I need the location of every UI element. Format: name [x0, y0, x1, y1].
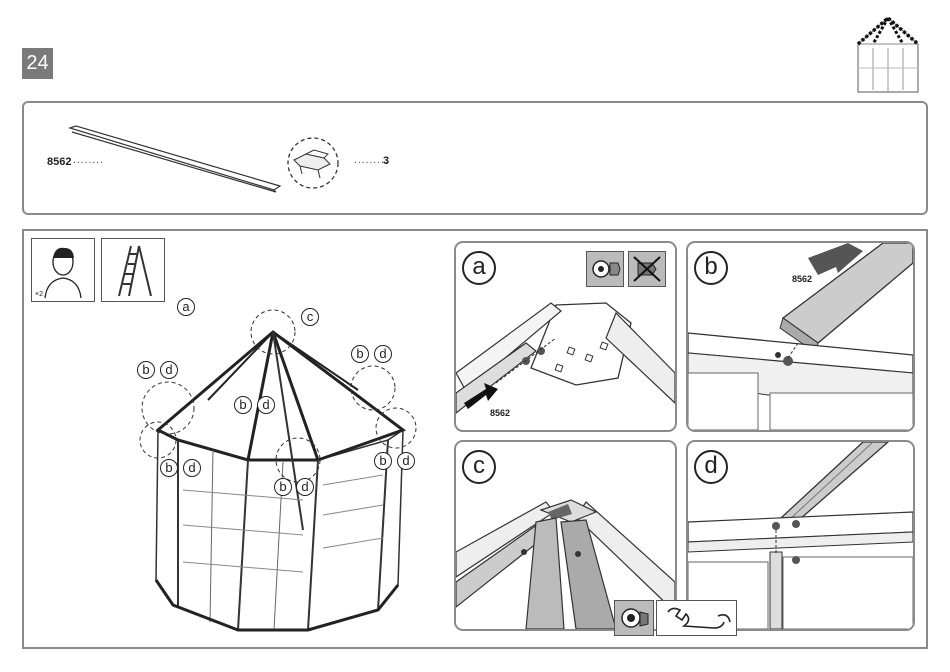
panel-label-d: d [694, 450, 728, 484]
panel-label-a: a [462, 251, 496, 285]
overview-callout-d: d [257, 396, 275, 414]
detail-panel-b: b 8562 [686, 241, 915, 432]
overview-callout-d: d [374, 345, 392, 363]
overview-callout-d: d [397, 452, 415, 470]
nut-tool-icon-box [614, 600, 654, 636]
step-number-badge: 24 [22, 48, 53, 79]
part-quantity: 3 [383, 155, 389, 167]
overview-callout-d: d [160, 361, 178, 379]
overview-callout-b: b [160, 459, 178, 477]
nut-bolt-icon [588, 253, 622, 285]
overview-callout-b: b [351, 345, 369, 363]
panel-label-c: c [462, 450, 496, 484]
wrench-icon [658, 602, 735, 634]
overview-callout-b: b [374, 452, 392, 470]
detail-panel-a: a 8562 [454, 241, 677, 432]
no-tool-icon [630, 253, 664, 285]
ladder-icon-box [101, 238, 165, 302]
overview-callout-b: b [234, 396, 252, 414]
nut-icon [616, 602, 652, 634]
panel-label-b: b [694, 251, 728, 285]
people-icon-box: ×2 [31, 238, 95, 302]
no-tool-icon-box [628, 251, 666, 287]
panel-b-part-code: 8562 [792, 274, 812, 284]
overview-callout-b: b [137, 361, 155, 379]
part-code-label: 8562 [47, 156, 71, 168]
wrench-icon-box [656, 600, 737, 636]
part-dots: ........ [73, 156, 104, 166]
nut-bolt-icon-box [586, 251, 624, 287]
overview-callout-b: b [274, 478, 292, 496]
ladder-icon [103, 240, 163, 300]
people-count: ×2 [35, 291, 43, 298]
overview-callout-c: c [301, 308, 319, 326]
overview-callout-d: d [296, 478, 314, 496]
connector-part-drawing [284, 136, 342, 190]
greenhouse-thumbnail [848, 12, 928, 98]
overview-callout-d: d [183, 459, 201, 477]
overview-callout-a: a [177, 298, 195, 316]
panel-a-part-code: 8562 [490, 408, 510, 418]
